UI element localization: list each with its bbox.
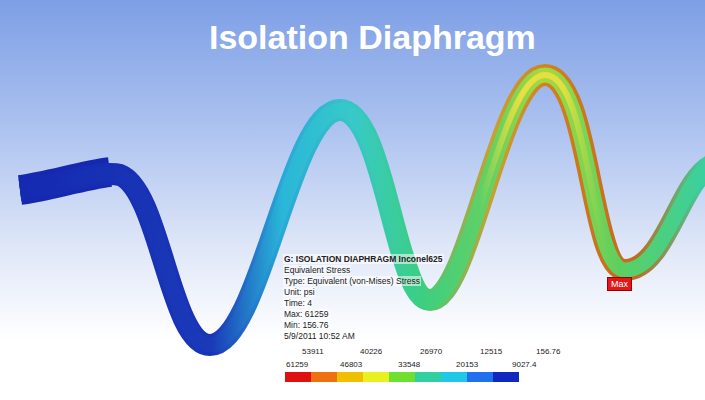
max-marker: Max <box>607 277 632 291</box>
max-value: Max: 61259 <box>283 309 329 319</box>
timestamp: 5/9/2011 10:52 AM <box>283 331 356 341</box>
scale-value: 33548 <box>398 360 420 369</box>
color-bar <box>285 372 519 382</box>
time: Time: 4 <box>283 298 313 308</box>
result-type: Type: Equivalent (von-Mises) Stress <box>283 276 421 286</box>
scale-value: 61259 <box>286 360 308 369</box>
scale-value: 12515 <box>480 347 502 356</box>
title: Isolation Diaphragm <box>209 18 536 57</box>
min-value: Min: 156.76 <box>283 320 329 330</box>
scale-value: 156.76 <box>536 347 560 356</box>
legend-heading: G: ISOLATION DIAPHRAGM Inconel625 <box>283 254 444 264</box>
scale-value: 20153 <box>456 360 478 369</box>
result-type: Equivalent Stress <box>283 265 351 275</box>
scale-value: 26970 <box>420 347 442 356</box>
unit: Unit: psi <box>283 287 316 297</box>
scale-value: 9027.4 <box>512 360 536 369</box>
scale-value: 46803 <box>340 360 362 369</box>
scale-value: 53911 <box>302 347 324 356</box>
scale-value: 40226 <box>360 347 382 356</box>
